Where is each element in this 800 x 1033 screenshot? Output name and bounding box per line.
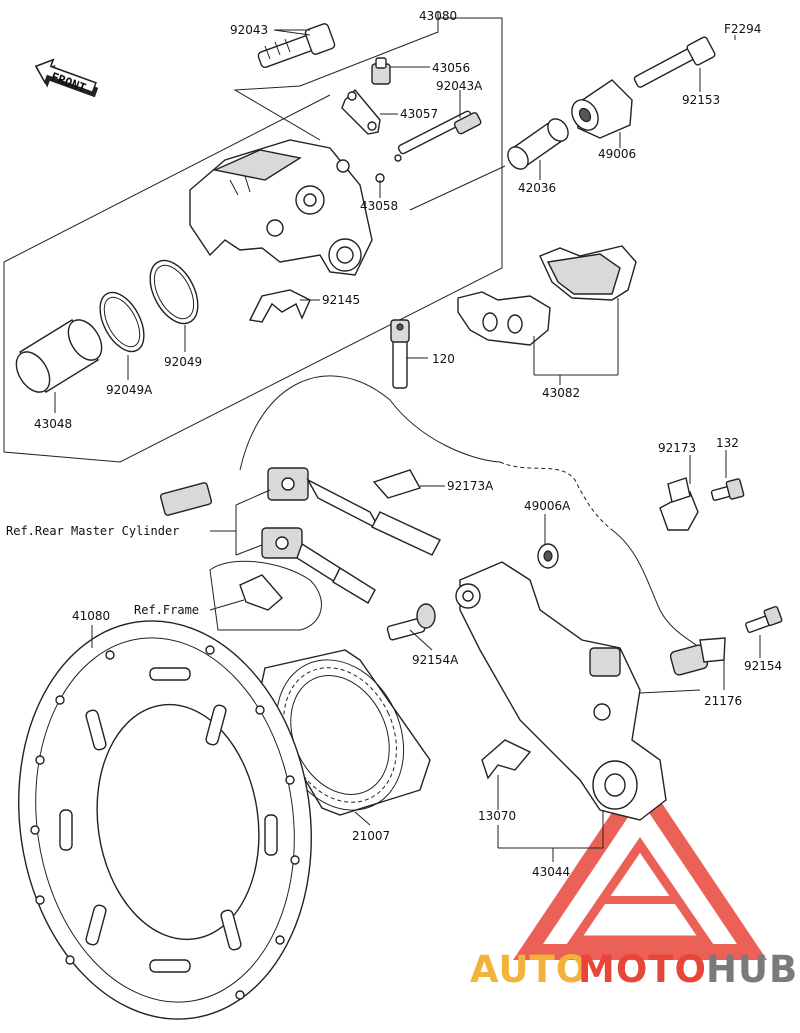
- label-92049: 92049: [164, 355, 202, 369]
- figure-code: F2294: [724, 22, 761, 36]
- label-92153: 92153: [682, 93, 720, 107]
- bleeder-cap-43057: [336, 88, 381, 173]
- spring-92145: [248, 289, 311, 323]
- bolt-132: [710, 478, 745, 501]
- label-ref-frame: Ref.Frame: [134, 603, 199, 617]
- label-43057: 43057: [400, 107, 438, 121]
- abs-sensor-cable: [239, 375, 501, 471]
- boot-49006A: [537, 543, 559, 569]
- pin-92043A: [394, 110, 482, 162]
- brake-disc-41080: [18, 620, 312, 1020]
- label-43082: 43082: [542, 386, 580, 400]
- label-92173A: 92173A: [447, 479, 494, 493]
- bolt-120: [390, 319, 410, 389]
- bolt-92043: [257, 23, 336, 69]
- abs-sensor-21176: [669, 637, 726, 676]
- label-49006A: 49006A: [524, 499, 571, 513]
- brake-hose-assembly: [159, 467, 441, 604]
- label-43044: 43044: [532, 865, 570, 879]
- label-92154A: 92154A: [412, 653, 459, 667]
- label-41080: 41080: [72, 609, 110, 623]
- label-ref-rear-master-cylinder: Ref.Rear Master Cylinder: [6, 524, 179, 538]
- abs-ring-21007: [257, 649, 431, 816]
- label-92049A: 92049A: [106, 383, 153, 397]
- caliper-assembly-outline: [3, 17, 503, 463]
- label-132: 132: [716, 436, 739, 450]
- caliper-bracket-43044: [455, 561, 667, 821]
- label-43048: 43048: [34, 417, 72, 431]
- watermark-hub: HUB: [706, 948, 798, 991]
- bolt-92153: [633, 36, 716, 88]
- sleeve-42036: [507, 118, 569, 170]
- seal-92049A: [99, 291, 145, 353]
- caliper-body: [189, 139, 373, 276]
- label-120: 120: [432, 352, 455, 366]
- front-arrow-icon: FRONT: [34, 58, 99, 98]
- seal-92049: [149, 259, 199, 325]
- brake-pads-43082: [457, 245, 637, 346]
- watermark-text: AUTO MOTO HUB: [470, 948, 798, 991]
- label-92154: 92154: [744, 659, 782, 673]
- boot-49006: [571, 79, 633, 139]
- watermark-moto: MOTO: [578, 948, 707, 991]
- label-92145: 92145: [322, 293, 360, 307]
- label-92043A: 92043A: [436, 79, 483, 93]
- label-42036: 42036: [518, 181, 556, 195]
- label-21176: 21176: [704, 694, 742, 708]
- clamp-92173A: [372, 469, 422, 499]
- label-43056: 43056: [432, 61, 470, 75]
- label-21007: 21007: [352, 829, 390, 843]
- watermark-auto: AUTO: [470, 948, 588, 991]
- shim-13070: [481, 739, 532, 780]
- watermark-logo: [513, 770, 767, 960]
- label-13070: 13070: [478, 809, 516, 823]
- label-92173: 92173: [658, 441, 696, 455]
- label-43080: 43080: [419, 9, 457, 23]
- bolt-92154: [745, 605, 783, 633]
- piston-43048: [15, 319, 103, 393]
- label-43058: 43058: [360, 199, 398, 213]
- label-92043: 92043: [230, 23, 268, 37]
- leader-lines: [54, 29, 761, 862]
- label-49006: 49006: [598, 147, 636, 161]
- bolt-92154A: [386, 603, 436, 641]
- bleeder-valve-43056: [371, 57, 391, 85]
- frame-reference-sketch: [209, 560, 322, 631]
